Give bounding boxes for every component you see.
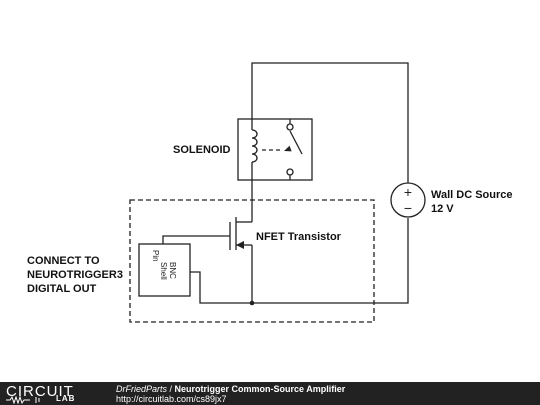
solenoid-coil bbox=[251, 129, 258, 163]
source-label-name: Wall DC Source bbox=[431, 189, 513, 201]
logo-wave-icon bbox=[6, 396, 40, 404]
wire-bnc-shell bbox=[190, 271, 252, 304]
footer-author[interactable]: DrFriedParts bbox=[116, 384, 168, 394]
footer-separator: / bbox=[167, 384, 175, 394]
wire-gate bbox=[162, 235, 230, 244]
dc-minus: − bbox=[404, 200, 412, 216]
wire-top-loop bbox=[251, 62, 409, 183]
dc-source-circle bbox=[390, 182, 426, 218]
footer-url[interactable]: http://circuitlab.com/cs89jx7 bbox=[116, 394, 227, 404]
solenoid-label: SOLENOID bbox=[173, 144, 231, 156]
switch-contact-bottom bbox=[286, 168, 294, 176]
bnc-pin-label: Pin bbox=[151, 250, 160, 262]
switch-arrow-icon bbox=[284, 145, 292, 152]
switch-contact-top bbox=[286, 123, 294, 131]
connect-label-3: DIGITAL OUT bbox=[27, 283, 97, 295]
bnc-box bbox=[138, 243, 191, 297]
connect-label-2: NEUROTRIGGER3 bbox=[27, 269, 123, 281]
footer-title: Neurotrigger Common-Source Amplifier bbox=[174, 384, 346, 394]
logo-word-circuit: CIRCUIT bbox=[6, 383, 74, 400]
solenoid-box bbox=[237, 118, 313, 181]
source-label-voltage: 12 V bbox=[431, 203, 454, 215]
connect-label-1: CONNECT TO bbox=[27, 255, 100, 267]
footer-bar: CIRCUIT LAB DrFriedParts / Neurotrigger … bbox=[0, 382, 540, 405]
switch-blade bbox=[289, 130, 303, 155]
nfet-label: NFET Transistor bbox=[256, 231, 341, 243]
circuitlab-logo[interactable]: CIRCUIT LAB bbox=[6, 382, 96, 405]
bnc-label: BNC bbox=[168, 262, 177, 279]
wire-source-bottom bbox=[252, 218, 409, 304]
nfet-arrow-icon bbox=[236, 241, 244, 249]
footer-title-line: DrFriedParts / Neurotrigger Common-Sourc… bbox=[116, 384, 345, 394]
dashed-enclosure bbox=[129, 199, 375, 323]
logo-word-lab: LAB bbox=[56, 394, 76, 403]
dc-plus: + bbox=[404, 184, 412, 200]
bnc-shell-label: Shell bbox=[159, 262, 168, 280]
junction-dot-drain bbox=[249, 300, 255, 306]
